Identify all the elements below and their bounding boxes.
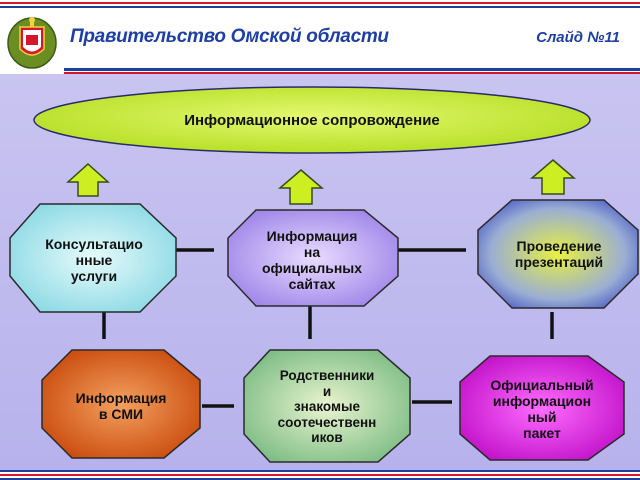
node-shape-package [459, 355, 625, 461]
top-ellipse-label: Информационное сопровождение [184, 112, 440, 130]
node-shape-relatives [243, 349, 411, 463]
slide-number: Слайд №11 [536, 29, 620, 46]
top-flag-stripes [0, 0, 640, 10]
node-shape-official-sites [227, 209, 399, 307]
arrow-up-icon [277, 169, 325, 205]
node-consult-label: Консультацио нные услуги [45, 235, 143, 285]
node-official-sites-label: Информация на официальных сайтах [261, 227, 363, 293]
diagram-area: Информационное сопровождение Консультаци… [0, 74, 640, 470]
arrow-up-icon [529, 159, 577, 195]
slide-header: Правительство Омской области Слайд №11 [0, 10, 640, 69]
connector-lines [102, 248, 554, 408]
bottom-flag-stripes [0, 470, 640, 480]
diagram-canvas [9, 86, 639, 463]
node-media-label: Информация в СМИ [75, 389, 167, 422]
node-shape-presentations [477, 199, 639, 309]
header-title: Правительство Омской области [70, 26, 389, 47]
node-presentations-label: Проведение презентаций [514, 237, 604, 270]
top-ellipse-shape [33, 86, 591, 154]
node-package-label: Официальный информацион ный пакет [490, 376, 594, 442]
header-divider-red [64, 72, 640, 74]
arrow-up-icon [66, 162, 110, 197]
header-divider [64, 68, 640, 71]
node-shape-consult [9, 203, 177, 313]
node-shape-media [41, 349, 201, 459]
coat-of-arms-icon [7, 17, 57, 69]
node-relatives-label: Родственники и знакомые соотечественн ик… [277, 368, 377, 446]
